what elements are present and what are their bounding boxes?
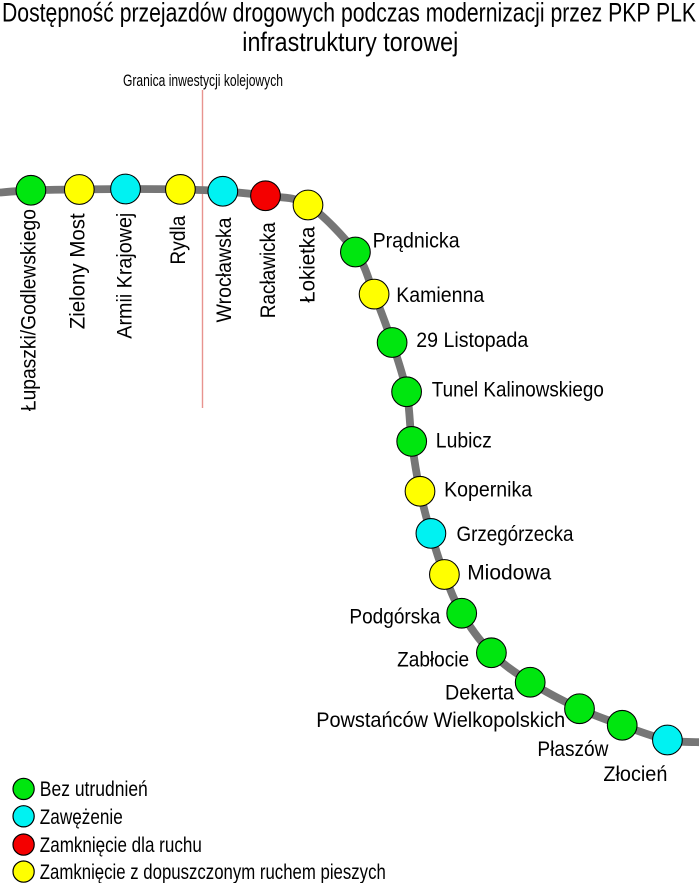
svg-text:Prądnicka: Prądnicka — [373, 230, 460, 253]
svg-text:Lubicz: Lubicz — [436, 429, 492, 452]
svg-text:Dostępność przejazdów drogowyc: Dostępność przejazdów drogowych podczas … — [2, 0, 696, 28]
svg-text:Racławicka: Racławicka — [257, 222, 280, 318]
svg-text:Granica inwestycji kolejowych: Granica inwestycji kolejowych — [123, 71, 283, 90]
svg-text:Złocień: Złocień — [603, 763, 667, 786]
svg-text:Rydla: Rydla — [167, 215, 190, 264]
svg-text:Grzegórzecka: Grzegórzecka — [457, 523, 574, 546]
svg-text:Dekerta: Dekerta — [445, 682, 514, 705]
svg-text:Podgórska: Podgórska — [349, 606, 440, 629]
svg-text:29 Listopada: 29 Listopada — [416, 329, 528, 352]
svg-text:Tunel Kalinowskiego: Tunel Kalinowskiego — [432, 379, 604, 402]
svg-text:Zamknięcie dla ruchu: Zamknięcie dla ruchu — [40, 834, 202, 857]
svg-text:Zawężenie: Zawężenie — [40, 806, 123, 829]
svg-text:Łupaszki/Godlewskiego: Łupaszki/Godlewskiego — [17, 209, 40, 411]
svg-text:Wrocławska: Wrocławska — [213, 217, 236, 322]
svg-text:Bez utrudnień: Bez utrudnień — [40, 778, 148, 801]
svg-text:Miodowa: Miodowa — [467, 562, 551, 585]
svg-text:Armii Krajowej: Armii Krajowej — [114, 213, 137, 339]
svg-text:Łokietka: Łokietka — [297, 226, 320, 302]
svg-text:infrastruktury torowej: infrastruktury torowej — [242, 27, 458, 57]
svg-text:Powstańców Wielkopolskich: Powstańców Wielkopolskich — [316, 709, 565, 732]
svg-text:Zabłocie: Zabłocie — [397, 648, 469, 671]
svg-text:Kamienna: Kamienna — [396, 284, 484, 307]
svg-text:Zamknięcie z dopuszczonym ruch: Zamknięcie z dopuszczonym ruchem pieszyc… — [40, 861, 386, 883]
svg-text:Kopernika: Kopernika — [444, 479, 532, 502]
svg-text:Zielony Most: Zielony Most — [66, 213, 89, 329]
svg-text:Płaszów: Płaszów — [537, 738, 609, 761]
